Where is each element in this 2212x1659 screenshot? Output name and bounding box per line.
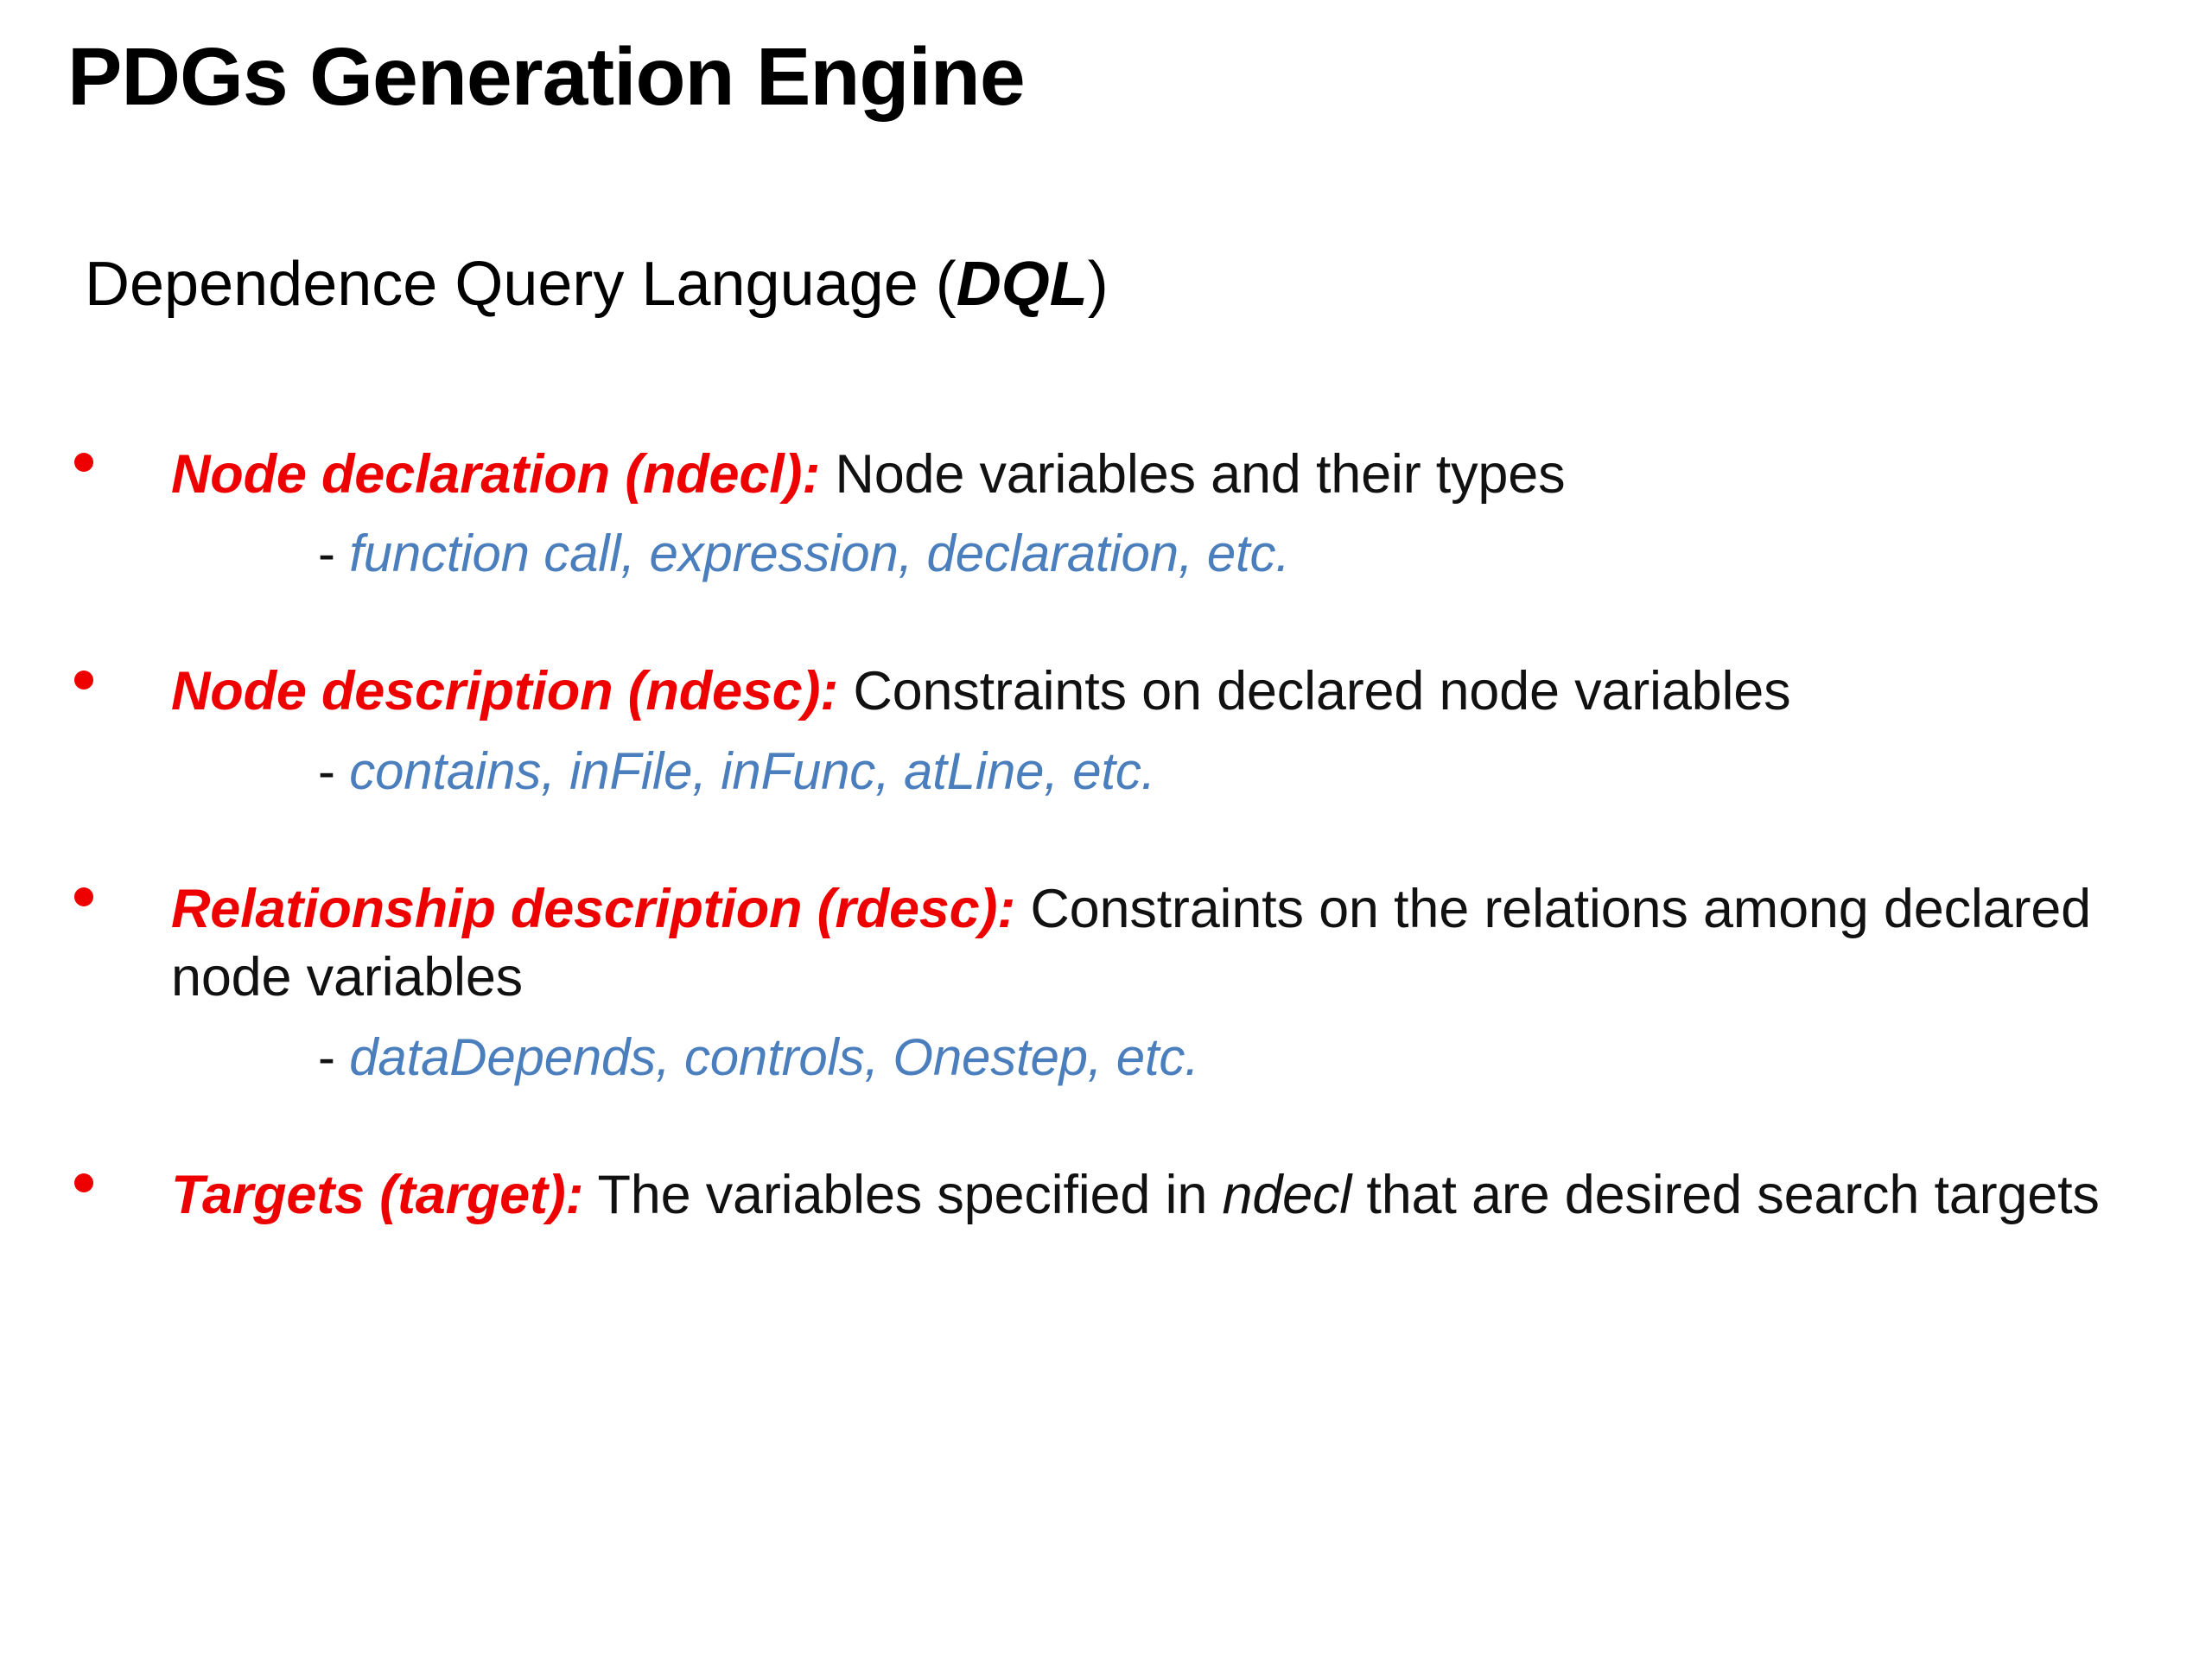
bullet-description: Node variables and their types [820, 444, 1566, 505]
bullet-item-ndecl: Node declaration (ndecl): Node variables… [67, 441, 2167, 585]
bullet-main-text: Relationship description (rdesc): Constr… [67, 875, 2167, 1013]
bullet-item-rdesc: Relationship description (rdesc): Constr… [67, 875, 2167, 1089]
spacer [67, 842, 2167, 875]
page-title: PDGs Generation Engine [67, 31, 1026, 123]
sub-bullet-dash: - [318, 741, 335, 800]
bullet-description-part1: The variables specified in [583, 1164, 1223, 1225]
spacer [67, 1128, 2167, 1161]
bullet-main-text: Targets (target): The variables specifie… [67, 1161, 2167, 1230]
bullet-description: Constraints on declared node variables [838, 661, 1791, 722]
bullet-list: Node declaration (ndecl): Node variables… [67, 441, 2167, 1230]
sub-bullet-ndecl: - function call, expression, declaration… [67, 523, 2167, 585]
bullet-item-ndesc: Node description (ndesc): Constraints on… [67, 658, 2167, 802]
sub-bullet-dash: - [318, 1027, 335, 1086]
bullet-term: Targets (target): [171, 1164, 584, 1225]
sub-bullet-text: contains, inFile, inFunc, atLine, etc. [349, 741, 1156, 800]
bullet-term: Relationship description (rdesc): [171, 878, 1016, 939]
bullet-main-text: Node description (ndesc): Constraints on… [67, 658, 2167, 726]
bullet-term: Node declaration (ndecl): [171, 444, 821, 505]
bullet-dot-icon [74, 887, 93, 907]
bullet-dot-icon [74, 670, 93, 690]
subtitle-lead: Dependence Query Language ( [85, 250, 957, 319]
sub-bullet-dash: - [318, 524, 335, 583]
subtitle-tail: ) [1087, 250, 1109, 319]
sub-bullet-rdesc: - dataDepends, controls, Onestep, etc. [67, 1027, 2167, 1089]
bullet-term: Node description (ndesc): [171, 661, 839, 722]
bullet-description-part2: that are desired search targets [1351, 1164, 2100, 1225]
bullet-main-text: Node declaration (ndecl): Node variables… [67, 441, 2167, 509]
subtitle-abbreviation: DQL [956, 250, 1088, 319]
sub-bullet-ndesc: - contains, inFile, inFunc, atLine, etc. [67, 741, 2167, 803]
spacer [67, 625, 2167, 658]
sub-bullet-text: dataDepends, controls, Onestep, etc. [349, 1027, 1199, 1086]
subtitle: Dependence Query Language (DQL) [85, 250, 1109, 319]
bullet-description-emphasis: ndecl [1222, 1164, 1352, 1225]
bullet-dot-icon [74, 1173, 93, 1192]
bullet-dot-icon [74, 453, 93, 473]
sub-bullet-text: function call, expression, declaration, … [349, 524, 1290, 583]
bullet-item-target: Targets (target): The variables specifie… [67, 1161, 2167, 1230]
bullet-description: Constraints on the relations among decla… [171, 878, 2091, 1008]
